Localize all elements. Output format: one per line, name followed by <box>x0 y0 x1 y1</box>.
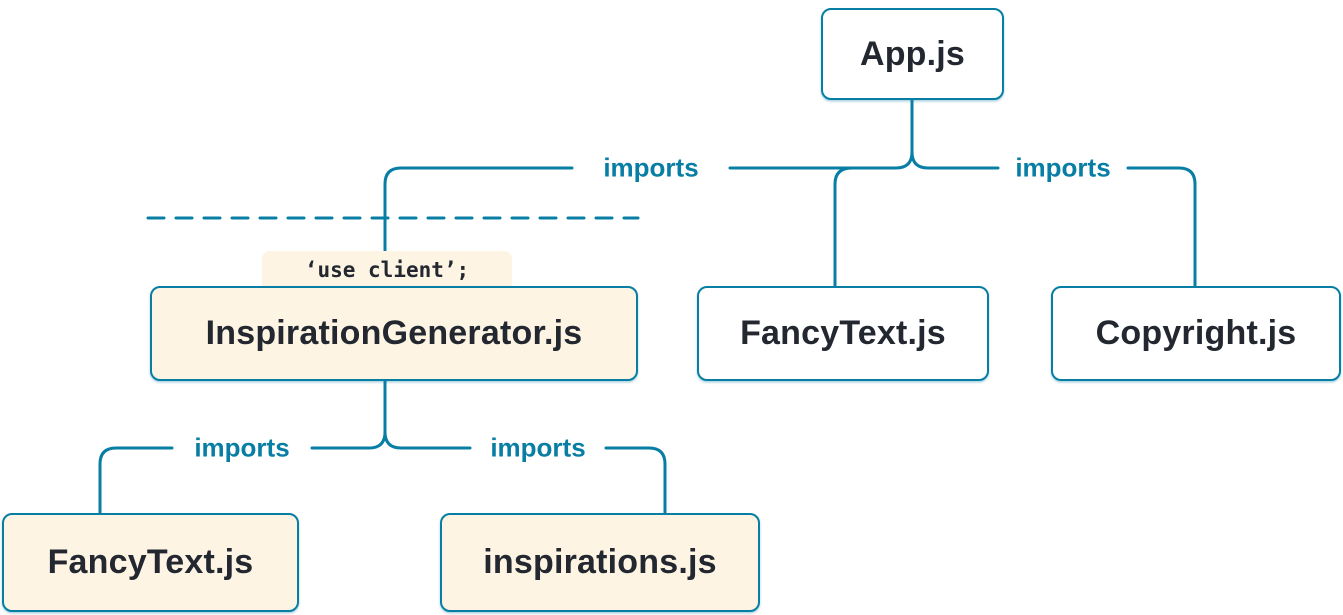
node-app-js: App.js <box>821 8 1004 100</box>
edge-label-imports: imports <box>194 432 290 463</box>
use-client-directive-badge: ‘use client’; <box>262 251 512 289</box>
edge-app-left-end <box>383 166 574 260</box>
use-client-directive-text: ‘use client’; <box>304 258 470 282</box>
edge-label-imports: imports <box>603 152 699 183</box>
edge-gen-left-start <box>310 378 387 450</box>
edge-app-middle <box>833 166 854 289</box>
edge-gen-right-start <box>383 430 472 450</box>
edge-gen-left-end <box>98 446 174 516</box>
edge-app-right-start <box>910 150 1000 170</box>
node-fancy-text-js-bottom: FancyText.js <box>2 513 299 612</box>
node-label: FancyText.js <box>740 314 946 352</box>
node-label: FancyText.js <box>47 543 254 581</box>
edge-app-left-start <box>728 98 914 170</box>
node-label: Copyright.js <box>1095 314 1297 352</box>
node-copyright-js: Copyright.js <box>1051 286 1341 381</box>
edge-app-right-end <box>1126 166 1197 289</box>
node-fancy-text-js-top: FancyText.js <box>697 286 989 381</box>
edge-label-imports: imports <box>1015 152 1111 183</box>
edge-label-imports: imports <box>490 432 586 463</box>
node-label: inspirations.js <box>483 543 717 581</box>
edge-gen-right-end <box>604 446 667 516</box>
node-inspirations-js: inspirations.js <box>440 513 760 612</box>
node-label: App.js <box>859 34 966 73</box>
node-label: InspirationGenerator.js <box>205 314 583 352</box>
node-inspiration-generator-js: InspirationGenerator.js <box>150 286 638 381</box>
